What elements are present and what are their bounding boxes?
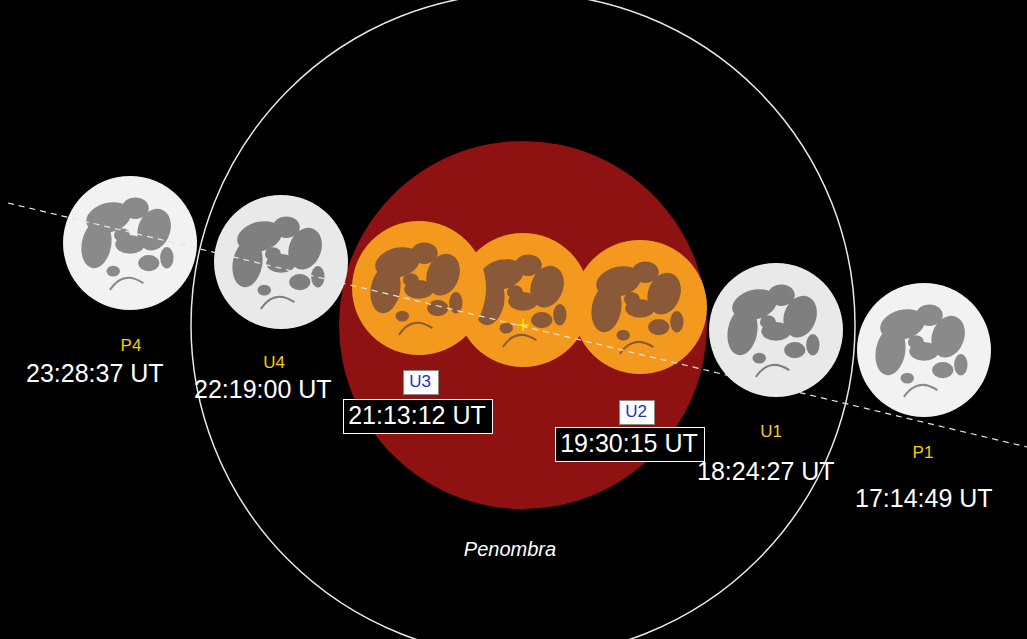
time-box: 19:30:15 UT — [555, 427, 705, 462]
moon-disc — [857, 283, 991, 417]
box-text: 19:30:15 UT — [560, 431, 698, 456]
box-text: U2 — [625, 403, 647, 420]
moon-disc — [709, 263, 843, 397]
moon-disc — [63, 176, 197, 310]
center-cross — [517, 319, 529, 331]
time-box: 21:13:12 UT — [343, 399, 493, 434]
region-label: Penombra — [464, 539, 556, 559]
moon-disc — [352, 221, 486, 355]
box-text: 21:13:12 UT — [348, 403, 486, 428]
contact-box: U3 — [403, 370, 439, 395]
contact-label: U4 — [263, 354, 285, 371]
time-label: 23:28:37 UT — [26, 361, 164, 386]
umbra-disc — [339, 141, 707, 509]
contact-label: P4 — [121, 337, 142, 354]
time-label: 17:14:49 UT — [855, 486, 993, 511]
box-text: U3 — [409, 373, 431, 390]
penumbra-circle — [191, 0, 855, 639]
time-label: 18:24:27 UT — [697, 459, 835, 484]
contact-label: P1 — [913, 444, 934, 461]
moon-path — [8, 203, 1027, 447]
moon-disc — [214, 195, 348, 329]
time-label: 22:19:00 UT — [194, 377, 332, 402]
contact-box: U2 — [619, 400, 655, 425]
contact-label: U1 — [760, 423, 782, 440]
